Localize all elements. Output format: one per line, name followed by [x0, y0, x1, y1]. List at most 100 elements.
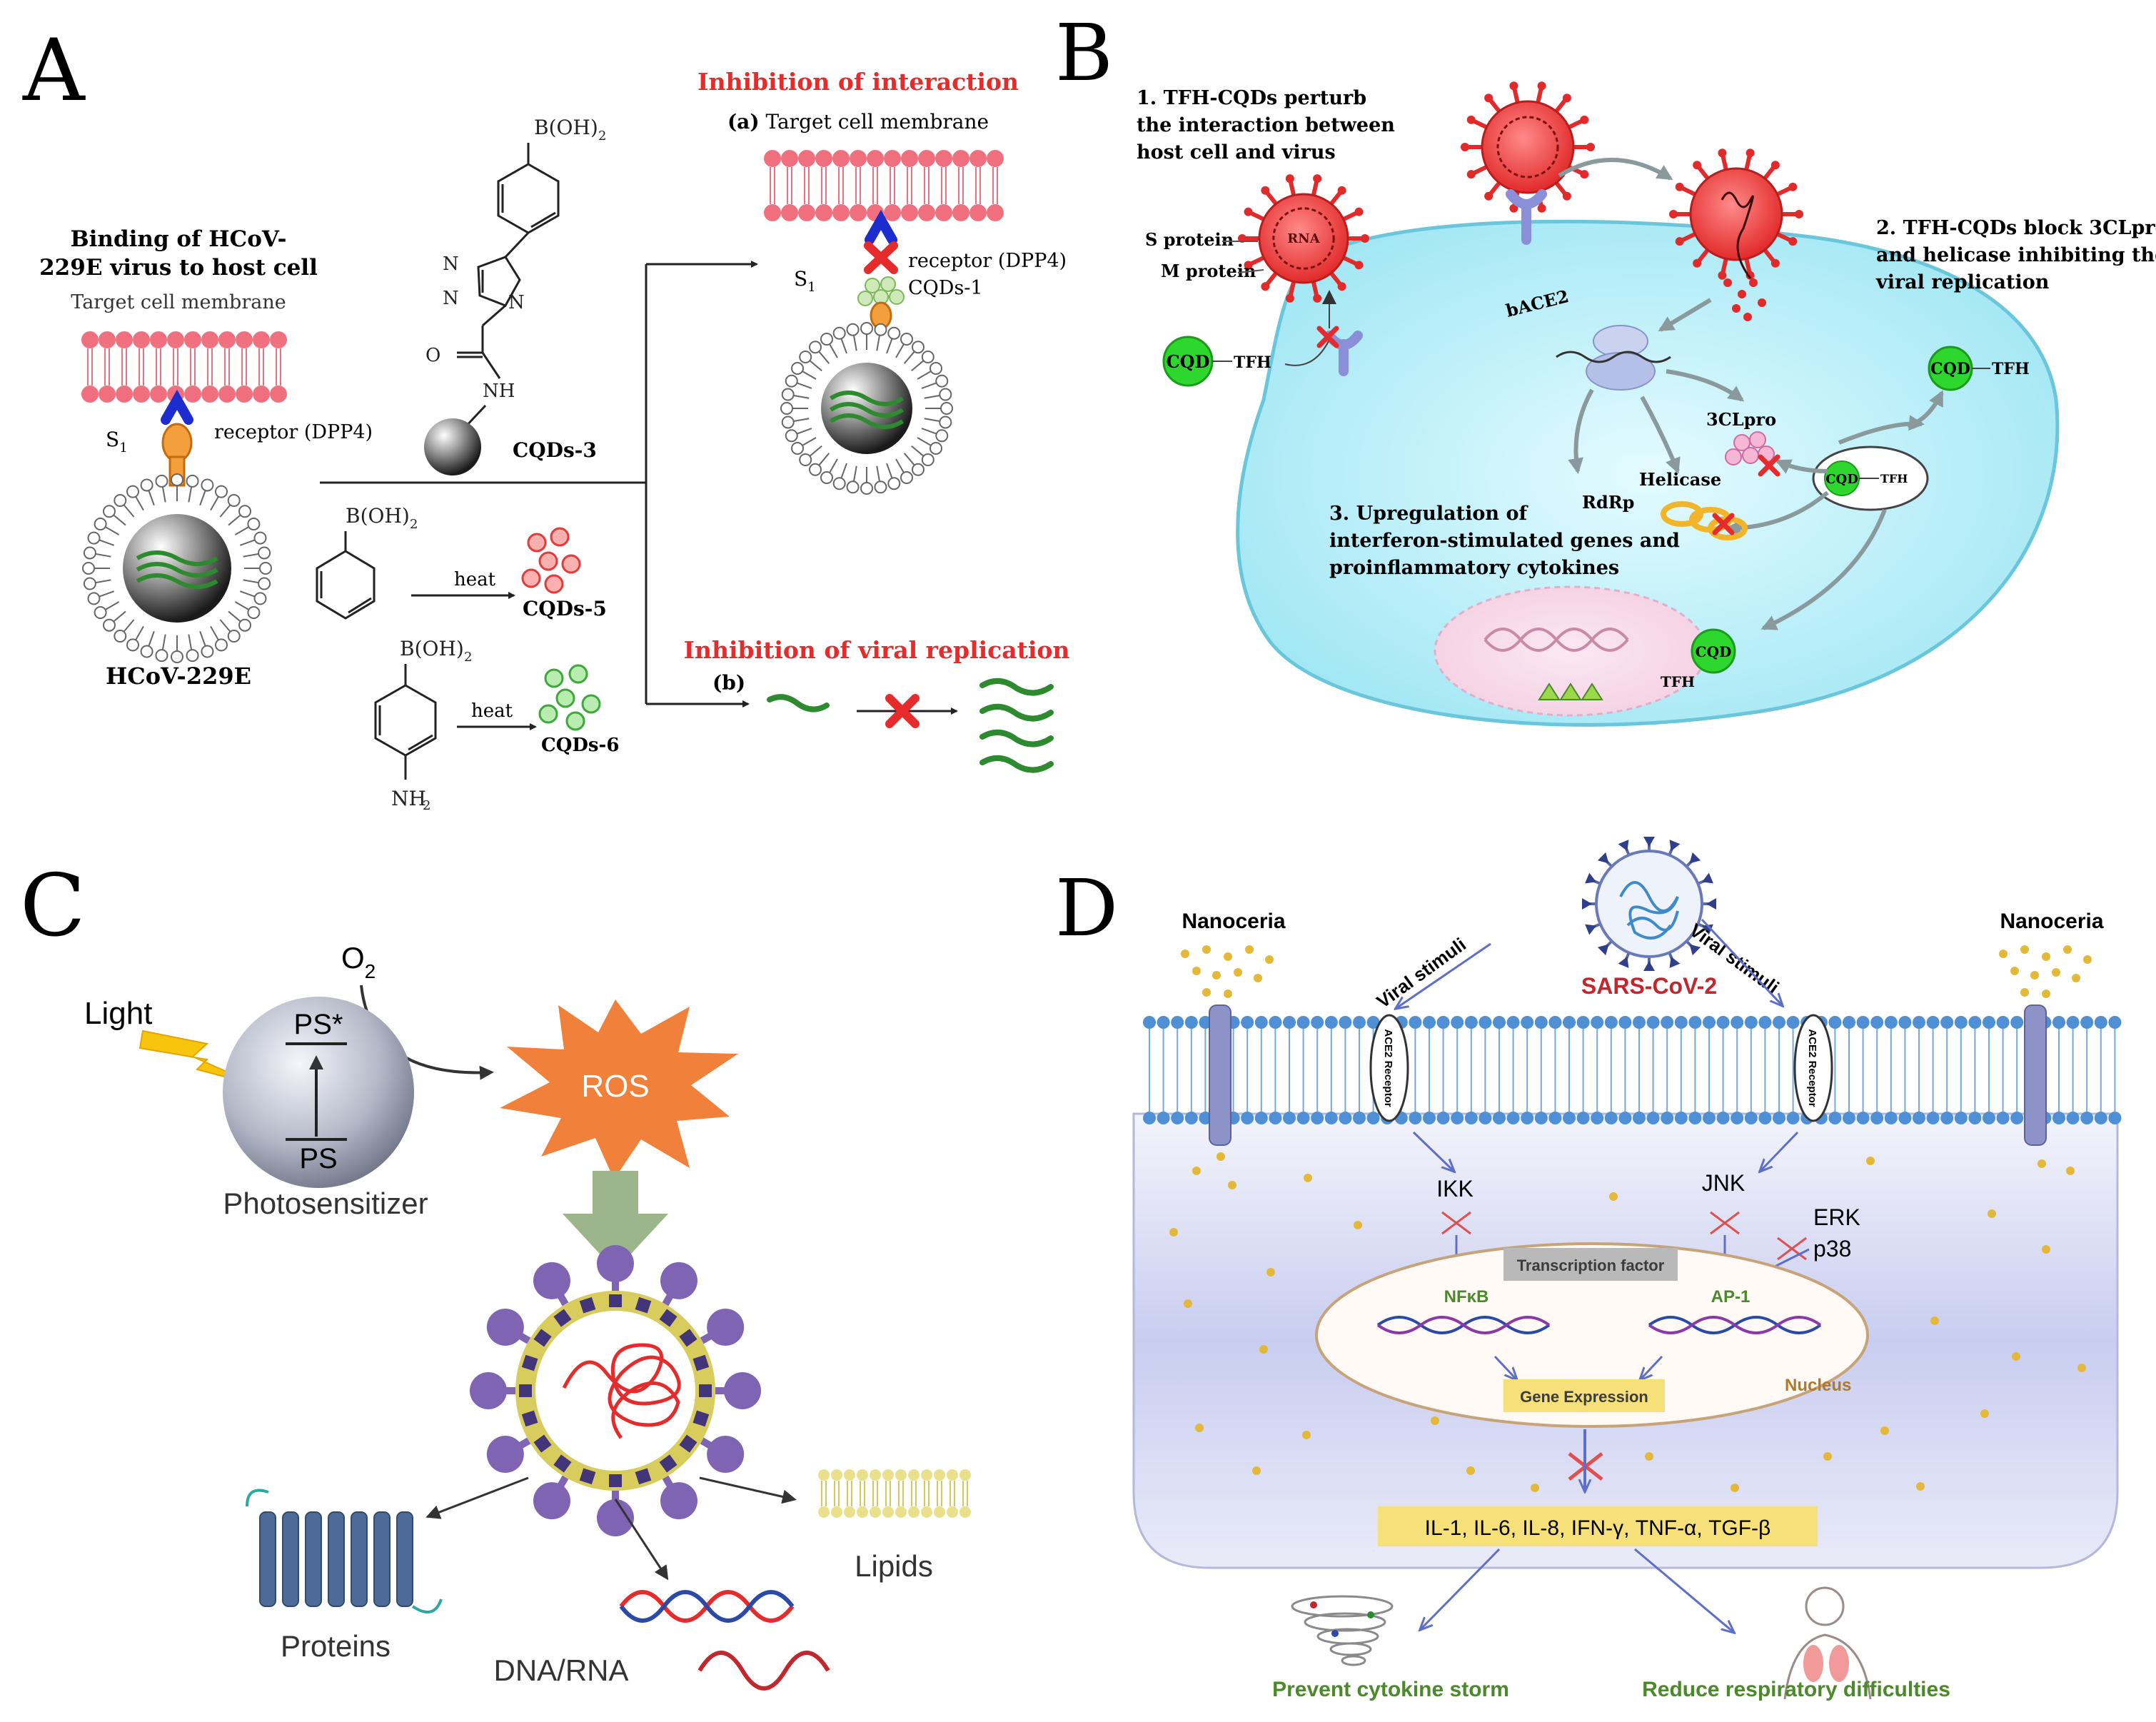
viral-rna-icon	[562, 1343, 681, 1439]
virus-label: HCoV-229E	[106, 663, 251, 690]
cqds6-dots	[538, 664, 601, 731]
b-sub-marker: (b)	[712, 671, 745, 695]
ace2-receptor-right: ACE2 Receptor	[1793, 1014, 1833, 1122]
rdrp-label: RdRp	[1582, 492, 1634, 513]
step3-line3: proinflammatory cytokines	[1329, 557, 1619, 579]
svg-text:TFH: TFH	[1234, 353, 1271, 372]
svg-text:B(OH): B(OH)	[534, 116, 598, 139]
svg-text:2: 2	[423, 798, 430, 813]
nanoceria-particles-icon	[1169, 945, 2092, 1492]
svg-text:N: N	[443, 253, 459, 275]
virus-uncoating-icon	[1669, 148, 1803, 321]
gene-expression-label: Gene Expression	[1520, 1388, 1648, 1406]
svg-text:TFH: TFH	[1661, 673, 1695, 690]
photosensitizer-sphere-icon	[223, 997, 414, 1188]
nanoceria-channel-left	[1209, 1004, 1231, 1146]
svg-text:CQD: CQD	[1930, 360, 1970, 378]
svg-text:TFH: TFH	[1880, 472, 1908, 485]
nucleus-d	[1315, 1242, 1869, 1428]
svg-text:NH: NH	[483, 381, 515, 402]
clpro-protein-icon	[1725, 431, 1775, 465]
svg-text:NH: NH	[391, 787, 426, 810]
cqd-nucleus-icon	[1691, 628, 1736, 674]
membrane-right	[764, 150, 1004, 221]
svg-text:ACE2 Receptor: ACE2 Receptor	[1806, 1029, 1818, 1107]
membrane-left	[81, 331, 287, 403]
panel-c: C O2 Light PS* PS Photosensitizer ROS Pr…	[20, 857, 971, 1691]
ikk-label: IKK	[1436, 1176, 1474, 1202]
step1-line2: the interaction between	[1137, 114, 1395, 136]
heat-label-1: heat	[454, 569, 496, 590]
nanoceria-channel-right	[2024, 1004, 2047, 1146]
sars-label: SARS-CoV-2	[1581, 973, 1717, 999]
replication-block-cross-icon	[885, 694, 920, 728]
virus-binding-icon	[1461, 81, 1595, 213]
svg-text:TFH: TFH	[1992, 360, 2030, 378]
binding-title-line1: Binding of HCoV-	[70, 226, 286, 252]
a-s1-label: S1	[794, 267, 816, 295]
b-block-cross-1-icon	[1316, 326, 1339, 348]
nanoceria-right-label: Nanoceria	[2000, 910, 2103, 933]
jnk-label: JNK	[1702, 1170, 1745, 1196]
virus-inhibited-icon	[780, 322, 953, 495]
o2-label: O2	[341, 941, 376, 982]
nfkb-label: NFκB	[1444, 1287, 1489, 1306]
step1-line3: host cell and virus	[1137, 141, 1336, 163]
step2-line1: 2. TFH-CQDs block 3CLpro	[1876, 217, 2156, 239]
viral-stimuli-left: Viral stimuli	[1372, 933, 1469, 1012]
cqds3-label: CQDs-3	[513, 438, 597, 462]
svg-text:N: N	[443, 288, 459, 309]
clpro-label: 3CLpro	[1706, 409, 1776, 430]
dna-rna-icon	[619, 1590, 830, 1691]
cell-membrane-d	[1143, 1016, 2122, 1124]
aminophenylboronic-structure: B(OH) 2 NH 2	[374, 637, 472, 813]
lipids-label: Lipids	[855, 1549, 933, 1583]
s-protein-label: S protein	[1145, 229, 1234, 250]
reduce-resp-label: Reduce respiratory difficulties	[1642, 1678, 1950, 1701]
binding-title-line2: 229E virus to host cell	[39, 255, 318, 281]
step2-line3: viral replication	[1875, 271, 2050, 293]
prevent-storm-label: Prevent cytokine storm	[1272, 1678, 1509, 1701]
helicase-label: Helicase	[1639, 469, 1721, 490]
gene-expression-box	[1503, 1379, 1665, 1412]
lipids-icon	[818, 1469, 971, 1518]
erk-label: ERK	[1813, 1204, 1860, 1230]
virus-rna-icon: RNA	[1238, 174, 1369, 303]
svg-text:B(OH): B(OH)	[346, 504, 410, 528]
cqds1-label: CQDs-1	[908, 277, 983, 299]
photosensitizer-label: Photosensitizer	[223, 1187, 428, 1220]
ps-star-label: PS*	[294, 1009, 343, 1040]
heat-label-2: heat	[471, 700, 513, 722]
panel-letter-c: C	[20, 857, 86, 956]
b-block-cross-2-icon	[1758, 454, 1780, 477]
panel-a: A Binding of HCoV- 229E virus to host ce…	[22, 21, 1069, 813]
cytokine-storm-icon	[1291, 1595, 1394, 1666]
svg-text:CQD: CQD	[1167, 351, 1210, 372]
svg-text:ACE2 Receptor: ACE2 Receptor	[1382, 1029, 1394, 1107]
ros-down-arrow	[563, 1171, 668, 1271]
svg-text:O: O	[425, 345, 440, 366]
proteins-icon	[246, 1489, 443, 1613]
b-block-cross-3-icon	[1712, 513, 1735, 535]
inhibition-replication-title: Inhibition of viral replication	[684, 636, 1070, 664]
virus-hcov-icon	[82, 473, 272, 663]
cqds1-cluster	[857, 276, 905, 306]
cqd-sphere-icon	[424, 418, 481, 475]
svg-text:B(OH): B(OH)	[400, 637, 464, 660]
cqds3-structure: B(OH) 2 N N N O NH	[425, 116, 606, 430]
dna-d-icon	[1376, 1316, 1822, 1334]
cqds5-dots	[521, 527, 581, 594]
light-label: Light	[84, 996, 152, 1031]
virus-c-icon	[470, 1245, 761, 1536]
cqds6-label: CQDs-6	[541, 735, 619, 756]
proteins-label: Proteins	[281, 1629, 391, 1663]
svg-text:RNA: RNA	[1287, 231, 1320, 246]
target-membrane-label: Target cell membrane	[71, 291, 286, 313]
ros-label: ROS	[581, 1069, 649, 1104]
sars-cov-2-icon	[1582, 837, 1716, 971]
step2-line2: and helicase inhibiting the	[1876, 244, 2156, 266]
phenylboronic-structure: B(OH) 2	[316, 504, 418, 620]
transcription-factor-box	[1503, 1248, 1678, 1281]
svg-text:N: N	[508, 292, 525, 313]
panel-letter-a: A	[22, 21, 86, 121]
